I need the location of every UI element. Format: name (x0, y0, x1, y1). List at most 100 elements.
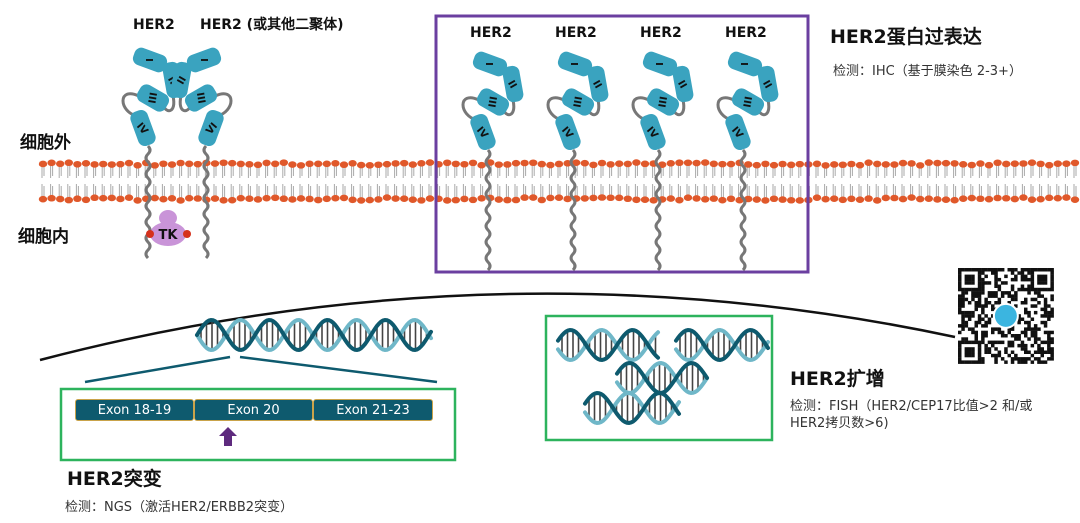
lipid-head (1027, 159, 1037, 166)
lipid-head (503, 161, 512, 168)
lipid-head (288, 196, 297, 203)
lipid-head (64, 159, 74, 167)
lipid-head (718, 196, 727, 204)
lipid-head (176, 159, 185, 167)
lipid-head (1036, 160, 1045, 168)
lipid-head (1070, 159, 1080, 167)
lipid-head (133, 197, 142, 204)
amplification-title: HER2扩增 (790, 368, 885, 390)
lipid-head (959, 195, 968, 202)
lipid-head (1027, 196, 1037, 204)
box-her2-label-4: HER2 (725, 25, 767, 41)
dna-helix (615, 360, 709, 396)
domain-1: I (132, 47, 168, 73)
svg-text:I: I (653, 62, 664, 66)
her2-dimer-label: HER2 (或其他二聚体) (200, 17, 344, 33)
lipid-head (546, 194, 555, 202)
lipid-head (812, 160, 822, 168)
lipid-head (150, 162, 159, 169)
lipid-head (99, 160, 108, 168)
lipid-head (38, 160, 48, 168)
mutation-detection: 检测：NGS（激活HER2/ERBB2突变） (65, 500, 294, 515)
lipid-head (176, 197, 185, 204)
lipid-head (709, 195, 718, 202)
lipid-head (81, 196, 91, 204)
lipid-head (769, 161, 779, 169)
svg-text:III: III (570, 95, 583, 108)
lipid-head (993, 194, 1002, 202)
lipid-head (529, 159, 538, 167)
lipid-head (855, 161, 865, 169)
lipid-head (460, 195, 469, 203)
lipid-head (468, 159, 478, 167)
lipid-head (357, 197, 366, 204)
qr-code-icon (958, 268, 1054, 364)
lipid-head (830, 195, 839, 202)
lipid-head (907, 194, 916, 201)
lipid-head (563, 195, 572, 203)
lipid-head (331, 194, 340, 202)
lipid-head (124, 159, 134, 167)
lipid-head (47, 194, 56, 202)
lipid-head (1053, 194, 1063, 202)
lipid-head (683, 159, 693, 167)
lipid-head (271, 194, 280, 202)
lipid-head (597, 194, 607, 201)
svg-text:I: I (200, 58, 211, 62)
lipid-head (967, 194, 976, 202)
lipid-head (632, 196, 641, 204)
lipid-head (47, 159, 56, 167)
lipid-head (90, 194, 99, 202)
dna-helix (674, 327, 770, 363)
amplification-box (544, 314, 774, 442)
lipid-head (159, 160, 168, 168)
lipid-head (778, 160, 787, 168)
lipid-head (520, 159, 529, 167)
svg-text:II: II (675, 79, 688, 91)
overexpression-title: HER2蛋白过表达 (830, 26, 982, 48)
lipid-head (769, 195, 779, 203)
lipid-head (847, 160, 856, 168)
lipid-head (606, 161, 615, 168)
lipid-head (1053, 160, 1063, 168)
svg-text:I: I (143, 58, 154, 62)
lipid-head (580, 159, 589, 167)
lipid-head (941, 196, 951, 204)
lipid-head (520, 194, 529, 201)
lipid-head (124, 194, 134, 201)
her2-label: HER2 (133, 17, 175, 33)
lipid-head (116, 160, 125, 168)
lipid-head (795, 197, 804, 204)
lipid-head (907, 160, 916, 167)
svg-text:I: I (483, 62, 494, 66)
lipid-head (752, 196, 761, 203)
lipid-head (1062, 160, 1071, 167)
lipid-head (322, 195, 331, 203)
lipid-head (245, 161, 254, 168)
lipid-head (1002, 194, 1011, 202)
lipid-head (210, 195, 220, 202)
lipid-head (752, 161, 761, 169)
lipid-head (701, 196, 710, 203)
lipid-head (632, 159, 641, 166)
mutation-title: HER2突变 (67, 468, 162, 490)
lipid-head (408, 161, 417, 168)
svg-text:III: III (145, 91, 158, 104)
lipid-head (890, 194, 899, 202)
dna-helix (583, 390, 681, 426)
lipid-head (1036, 195, 1045, 203)
domain-2: II (672, 65, 694, 103)
lipid-head (787, 196, 796, 204)
lipid-head (193, 195, 202, 202)
lipid-head (950, 196, 959, 204)
lipid-head (38, 195, 48, 203)
lipid-head (391, 160, 400, 167)
lipid-head (606, 194, 615, 202)
lipid-head (649, 196, 658, 204)
lipid-head (296, 162, 306, 169)
lipid-head (1045, 194, 1054, 202)
lipid-head (873, 197, 882, 204)
